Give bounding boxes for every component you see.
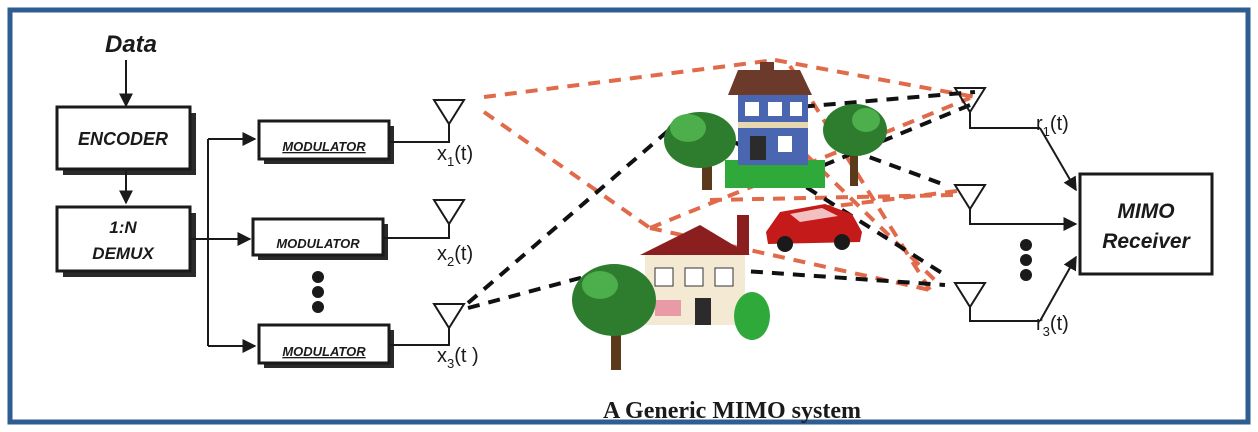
rx-arrow-3 <box>1039 255 1077 322</box>
tx-signal-3: x3(t ) <box>437 345 479 371</box>
modulator-block-1: MODULATOR <box>257 119 394 164</box>
receiver-label-line1: MIMO <box>1117 200 1174 223</box>
tree-icon <box>664 112 736 190</box>
demux-fanout <box>190 139 209 346</box>
rx-signal-3: r3(t) <box>1036 313 1069 339</box>
modulator-label-2: MODULATOR <box>276 236 360 251</box>
house-icon <box>725 62 825 188</box>
house-icon <box>640 215 750 325</box>
modulator-ellipsis <box>312 271 324 313</box>
car-icon <box>766 204 862 252</box>
rx-antenna-1 <box>953 87 1040 129</box>
tx-wire-2 <box>383 224 450 239</box>
receiver-label-line2: Receiver <box>1102 230 1191 253</box>
tx-antenna-2 <box>432 199 466 226</box>
tx-antenna-3 <box>432 303 466 330</box>
data-label: Data <box>105 31 157 58</box>
tree-icon <box>572 264 656 370</box>
tx-signal-1: x1(t) <box>437 143 473 169</box>
rx-signal-1: r1(t) <box>1036 113 1069 139</box>
tx-signal-2: x2(t) <box>437 243 473 269</box>
modulator-block-2: MODULATOR <box>251 217 388 260</box>
encoder-block: ENCODER <box>55 105 196 175</box>
bush-icon <box>734 292 770 340</box>
modulator-block-3: MODULATOR <box>257 323 394 368</box>
diagram-caption: A Generic MIMO system <box>603 398 861 424</box>
modulator-label-3: MODULATOR <box>282 344 366 359</box>
rx-antenna-ellipsis <box>1020 239 1032 281</box>
demux-label-line1: 1:N <box>109 218 137 237</box>
tx-wire-3 <box>389 328 450 346</box>
tree-icon <box>823 104 887 186</box>
diagram-frame <box>7 7 1251 425</box>
rx-antenna-3 <box>953 282 1040 322</box>
demux-label-line2: DEMUX <box>92 244 155 263</box>
demux-block: 1:N DEMUX <box>55 205 196 277</box>
tx-antenna-1 <box>432 99 466 126</box>
mimo-receiver-block: MIMO Receiver <box>1078 172 1214 276</box>
encoder-label: ENCODER <box>78 129 168 149</box>
modulator-label-1: MODULATOR <box>282 139 366 154</box>
tx-wire-1 <box>389 124 450 143</box>
rx-arrow-1 <box>1039 127 1077 192</box>
